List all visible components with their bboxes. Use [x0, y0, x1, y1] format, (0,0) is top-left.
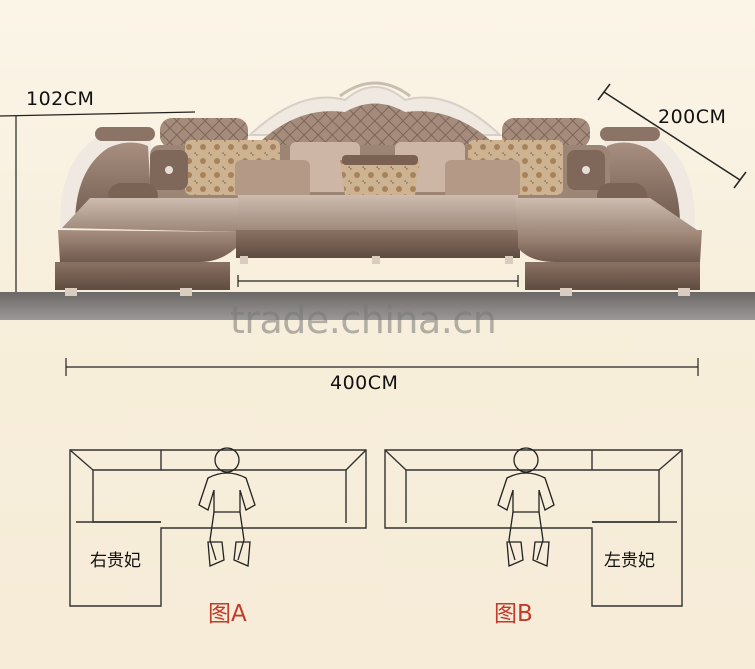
left-chaise-front — [58, 230, 238, 262]
watermark: trade.china.cn — [230, 298, 497, 342]
diagram-a-outline — [69, 449, 367, 607]
diagram-b-outline — [384, 449, 683, 607]
pillow — [235, 160, 310, 198]
right-chaise-top — [515, 198, 700, 235]
left-chaise-top — [62, 198, 240, 232]
layout-diagrams — [69, 447, 683, 607]
diagram-b-seat-label: 左贵妃 — [604, 551, 655, 571]
width-dimension-label: 400CM — [330, 372, 399, 394]
depth-dimension-label: 200CM — [658, 106, 727, 128]
height-dimension-label: 102CM — [26, 88, 95, 110]
pillow — [445, 160, 520, 198]
pillow — [340, 160, 420, 195]
right-chaise-front — [518, 230, 702, 262]
diagram-b-caption: 图B — [494, 601, 533, 627]
center-seat — [238, 195, 518, 233]
tufted-back — [262, 103, 490, 150]
diagram-a-seat-label: 右贵妃 — [90, 551, 141, 571]
seated-person-icon — [198, 447, 256, 567]
sofa-photo — [0, 81, 755, 320]
floor-strip — [0, 292, 755, 320]
seated-person-icon — [497, 447, 555, 567]
diagram-a-caption: 图A — [208, 601, 247, 627]
width-dimension-line — [65, 358, 699, 376]
